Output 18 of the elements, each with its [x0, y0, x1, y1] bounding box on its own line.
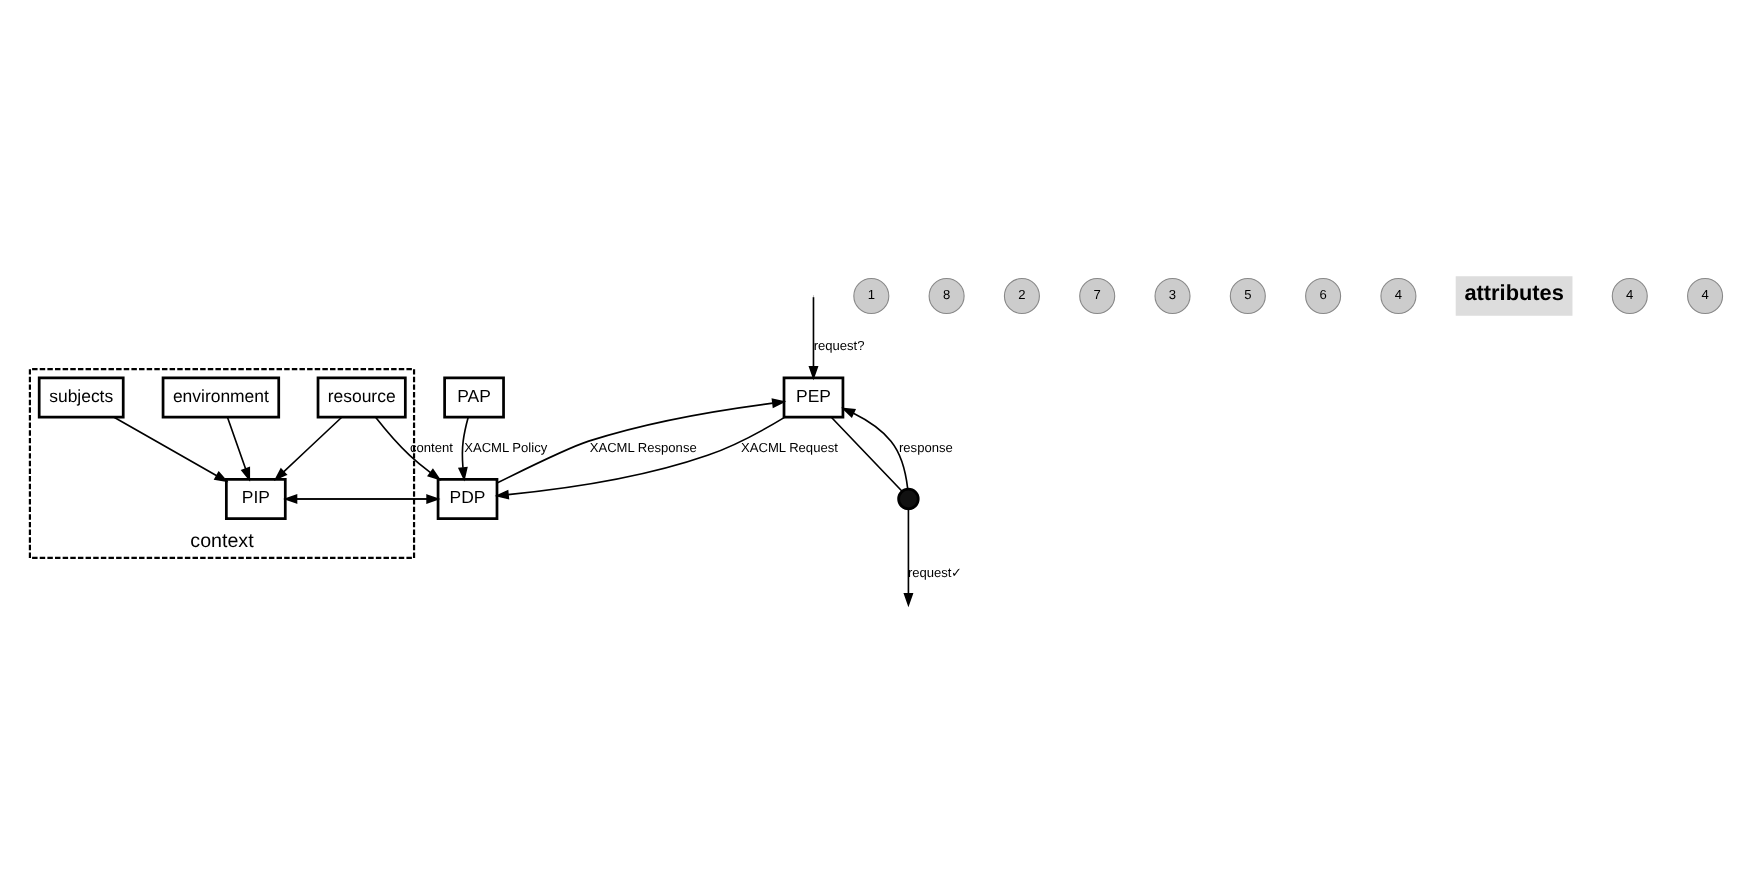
- node-circle: [897, 486, 920, 510]
- node-box: PAP: [443, 375, 505, 418]
- arrow: [113, 415, 229, 482]
- arrow: [273, 415, 343, 480]
- arrow: [494, 415, 786, 499]
- node-box: PIP: [225, 477, 287, 519]
- node-box: resource: [316, 375, 407, 418]
- node-box: environment: [161, 375, 281, 418]
- connector: [830, 415, 903, 492]
- label: attributes: [1464, 281, 1564, 306]
- node-box: subjects: [37, 375, 125, 418]
- arrow: [226, 415, 251, 481]
- arrow: [374, 415, 442, 480]
- arrow: [457, 415, 469, 481]
- node-box: PDP: [436, 477, 499, 519]
- arrow: [841, 406, 909, 489]
- arrow: [496, 397, 787, 483]
- node-box: PEP: [782, 375, 845, 418]
